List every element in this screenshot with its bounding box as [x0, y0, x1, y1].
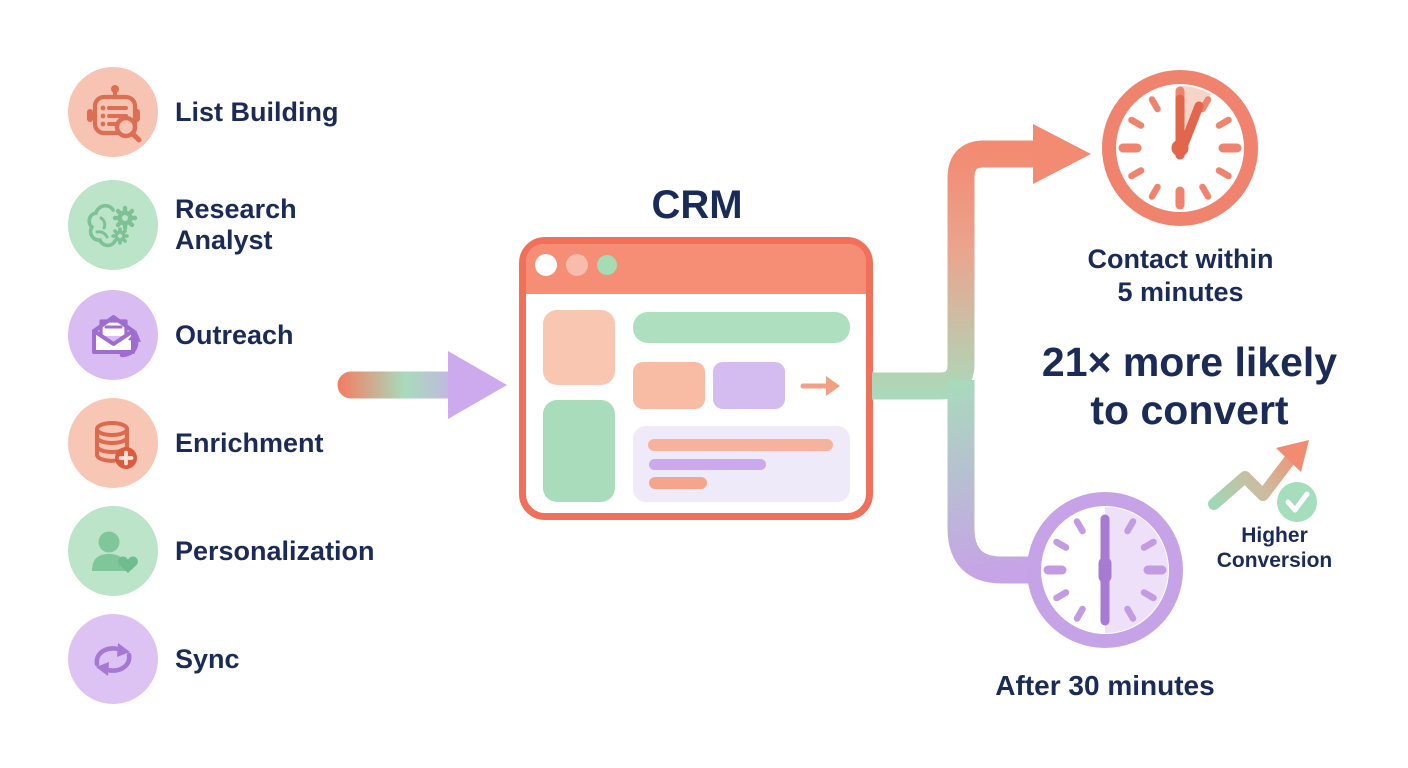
mock-line-purple [649, 459, 766, 470]
brain-gears-icon [68, 180, 158, 270]
robot-list-search-icon [68, 67, 158, 157]
window-dot [597, 255, 617, 275]
branch-connector [872, 124, 1091, 584]
mock-card-purple [713, 362, 785, 409]
pipeline-step-enrichment: Enrichment [68, 398, 428, 488]
step-label: Sync [175, 643, 240, 674]
mock-line-salmon-short [649, 477, 707, 489]
conversion-stat: 21× more likely to convert [1041, 339, 1338, 433]
window-dot [535, 254, 557, 276]
mock-card-salmon [633, 362, 705, 409]
clock-30min-icon [1027, 492, 1183, 648]
crm-title: CRM [651, 183, 743, 227]
window-dot [566, 254, 588, 276]
flow-arrow-icon [337, 351, 507, 419]
person-heart-icon [68, 506, 158, 596]
step-label: Research Analyst [175, 194, 297, 255]
sync-arrows-icon [68, 614, 158, 704]
mock-line-salmon [648, 439, 833, 451]
pipeline-step-sync: Sync [68, 614, 428, 704]
arrowhead-fast [1033, 124, 1091, 184]
trend-up-check-icon [1208, 440, 1317, 522]
trend-up-arrow-icon [1208, 447, 1301, 510]
mini-arrow-icon [800, 376, 840, 396]
step-label: List Building [175, 96, 339, 127]
mock-tile-green [543, 400, 615, 502]
database-add-icon [68, 398, 158, 488]
mock-tile-salmon [543, 310, 615, 385]
pipeline-step-outreach: Outreach [68, 290, 428, 380]
step-label: Enrichment [175, 427, 324, 458]
higher-conversion-label: Higher Conversion [1216, 524, 1333, 572]
crm-window-header [526, 244, 866, 294]
mock-bar-green [633, 312, 850, 343]
mock-panel-lavender [633, 426, 850, 502]
fast-outcome-label: Contact within 5 minutes [1087, 244, 1274, 307]
slow-outcome-label: After 30 minutes [995, 670, 1215, 701]
clock-5min-icon [1102, 70, 1258, 226]
email-send-icon [68, 290, 158, 380]
pipeline-step-list-building: List Building [68, 67, 428, 157]
pipeline-step-personalization: Personalization [68, 506, 428, 596]
step-label: Outreach [175, 319, 294, 350]
crm-window [519, 237, 873, 520]
check-circle-icon [1277, 482, 1317, 522]
pipeline-step-research-analyst: Research Analyst [68, 180, 428, 270]
step-label: Personalization [175, 535, 375, 566]
